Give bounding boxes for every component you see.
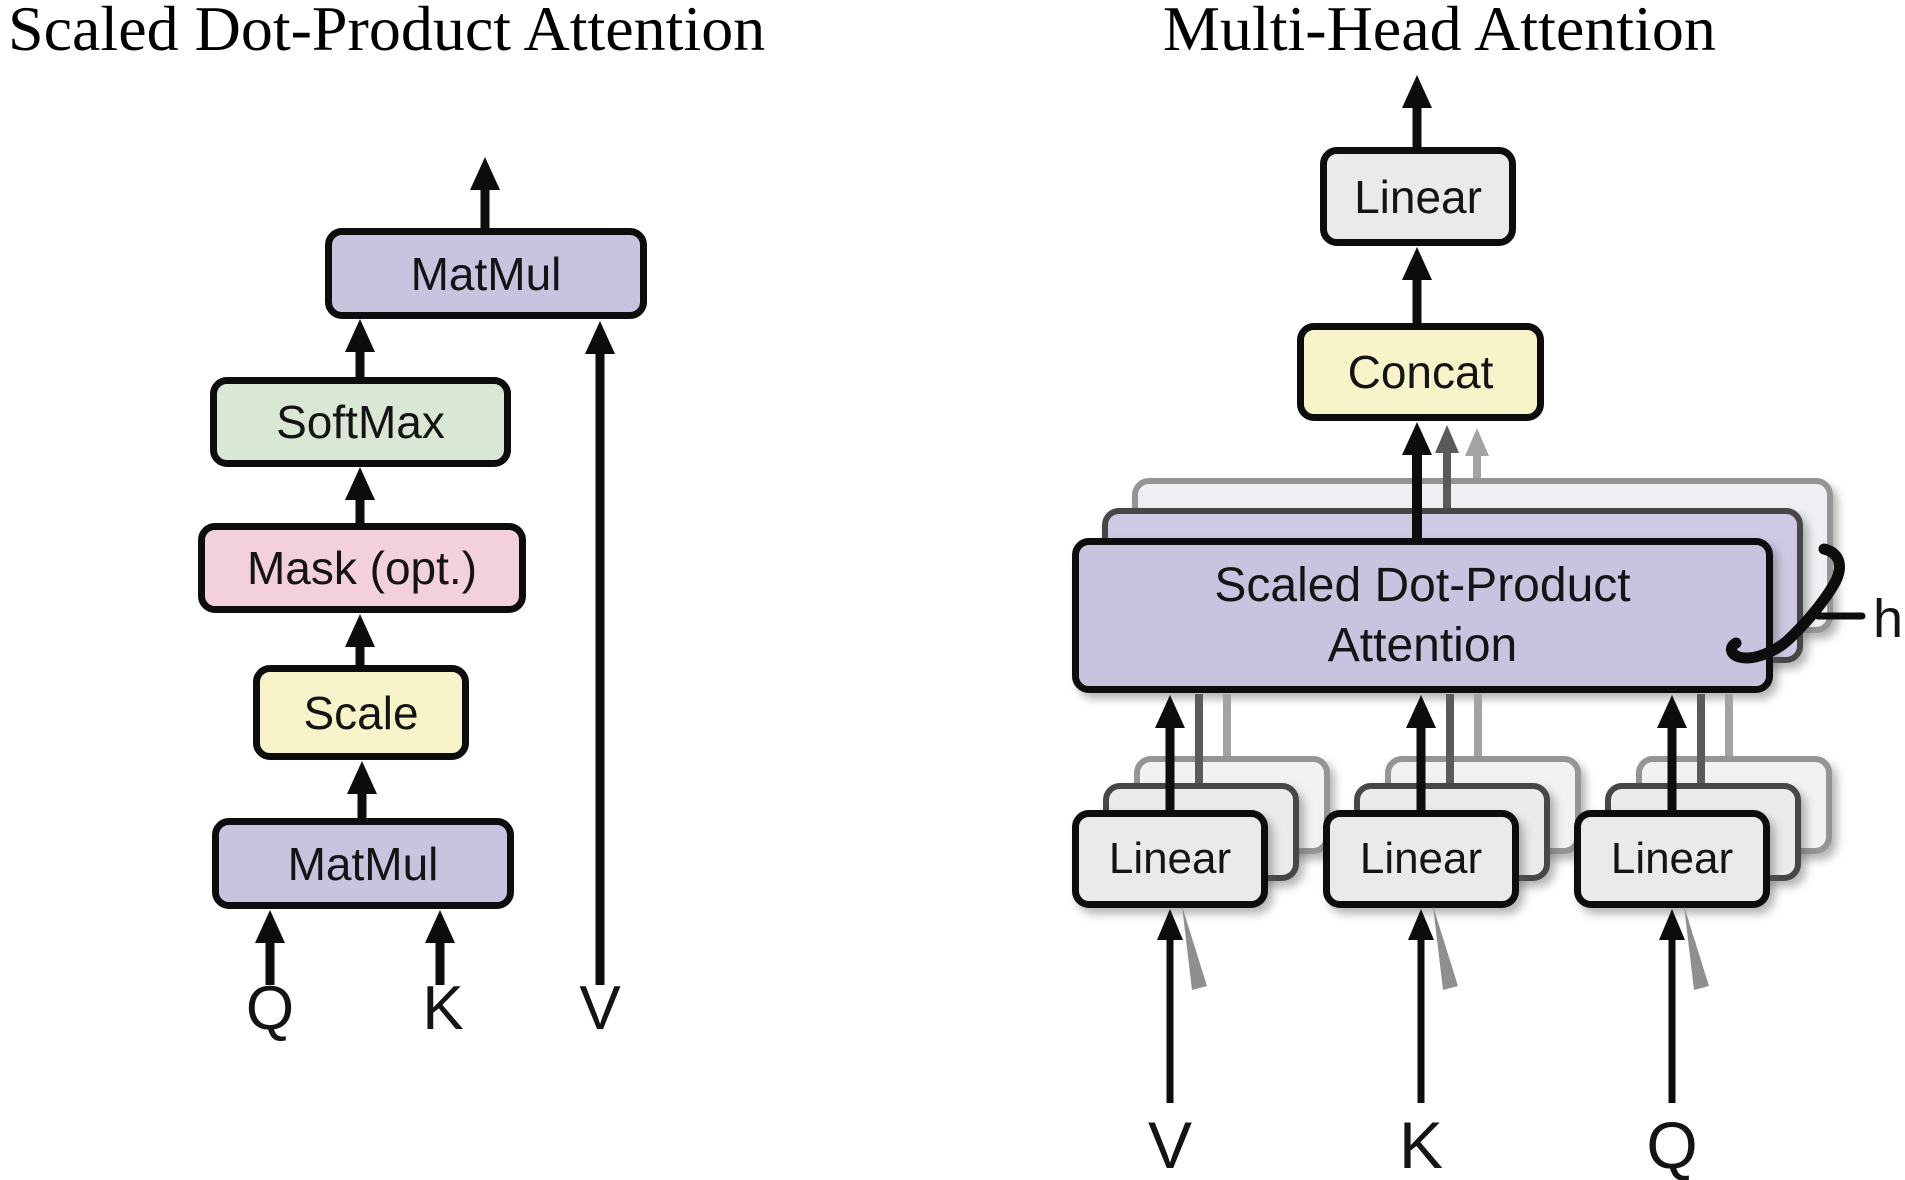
arrow-shaft (1668, 934, 1676, 1103)
ghost-input-arrow (1433, 906, 1458, 990)
k-input-label-mha: K (1398, 1108, 1444, 1180)
arrow-shaft (595, 348, 605, 985)
linear-output-box: Linear (1320, 147, 1516, 246)
connector-line (1223, 694, 1231, 756)
ghost-input-arrow (1182, 906, 1207, 990)
arrow-head (470, 157, 500, 190)
arrow-head (1402, 422, 1432, 455)
arrow-head (1157, 909, 1183, 940)
k-input-label: K (422, 974, 464, 1043)
arrow-head (425, 910, 455, 943)
arrow-head (1435, 425, 1459, 453)
softmax-box: SoftMax (210, 377, 511, 467)
arrow-head (345, 319, 375, 352)
mha-title: Multi-Head Attention (1163, 0, 1716, 64)
q-input-label-mha: Q (1646, 1108, 1698, 1180)
v-input-label-mha: V (1147, 1108, 1193, 1180)
arrow-shaft (1417, 934, 1425, 1103)
v-input-label: V (579, 974, 621, 1043)
connector-line (1474, 694, 1482, 756)
arrow-head (1408, 909, 1434, 940)
arrow-shaft (480, 184, 490, 228)
arrow-shaft (355, 494, 365, 523)
linear-k-box: Linear (1323, 810, 1519, 908)
matmul-bottom-box: MatMul (212, 818, 514, 909)
arrow-shaft (1166, 934, 1174, 1103)
arrow-head (1402, 247, 1432, 280)
arrow-shaft (1412, 102, 1422, 147)
concat-box: Concat (1297, 323, 1544, 421)
mask-box: Mask (opt.) (198, 523, 526, 613)
arrow-head (345, 467, 375, 500)
scale-box: Scale (253, 665, 469, 760)
arrow-head (1657, 695, 1687, 728)
arrow-head (347, 761, 377, 794)
arrow-shaft (355, 641, 365, 665)
sdpa-stack-front-box: Scaled Dot-Product Attention (1072, 538, 1773, 693)
sdpa-front-line1: Scaled Dot-Product (1214, 558, 1631, 612)
ghost-input-arrow (1684, 906, 1709, 990)
arrow-shaft (357, 788, 367, 818)
matmul-top-box: MatMul (325, 228, 647, 319)
arrow-head (1406, 695, 1436, 728)
arrow-shaft (1412, 274, 1422, 323)
q-input-label: Q (245, 974, 295, 1043)
arrow-shaft (1473, 450, 1481, 478)
connector-line (1725, 694, 1733, 756)
sdpa-title: Scaled Dot-Product Attention (8, 0, 766, 64)
arrow-head (1659, 909, 1685, 940)
arrow-head (255, 910, 285, 943)
arrow-head (585, 321, 615, 354)
arrow-head (1465, 428, 1489, 456)
arrow-head (1155, 695, 1185, 728)
linear-v-box: Linear (1072, 810, 1268, 908)
arrow-head (345, 614, 375, 647)
head-count-label: h (1873, 589, 1904, 649)
sdpa-front-line2: Attention (1327, 618, 1518, 672)
arrow-head (1402, 75, 1432, 108)
arrow-shaft (355, 346, 365, 377)
linear-q-box: Linear (1574, 810, 1770, 908)
